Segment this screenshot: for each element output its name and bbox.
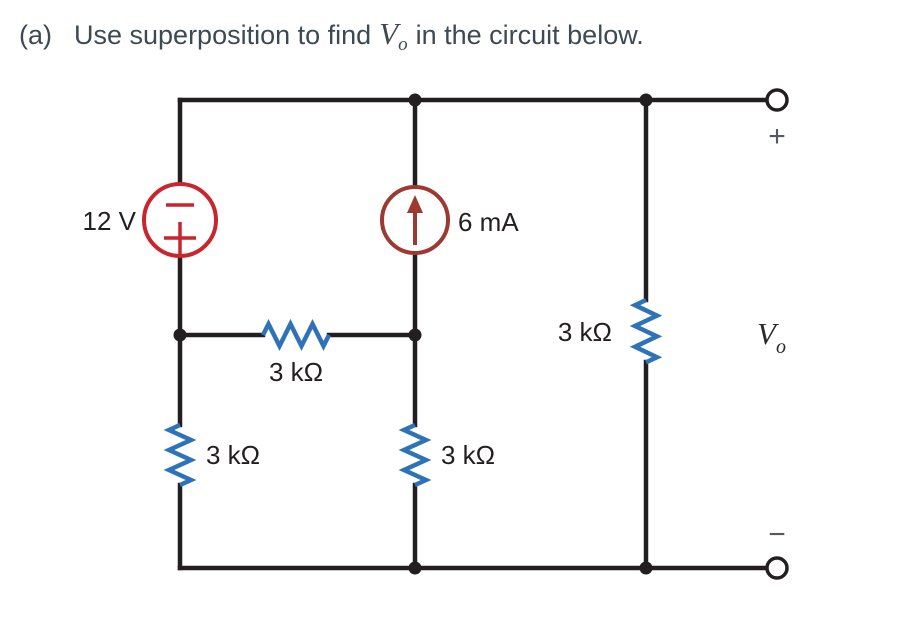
- resistor-label-right: 3 kΩ: [558, 317, 612, 347]
- plus-sign-icon: [164, 222, 196, 254]
- junction-dots: [173, 93, 653, 575]
- voltage-source-icon: [142, 182, 218, 258]
- resistor-label-bottom-left: 3 kΩ: [206, 440, 260, 470]
- output-plus-sign: +: [768, 120, 786, 153]
- junction-dot: [408, 561, 422, 575]
- resistor-label-middle-horizontal: 3 kΩ: [269, 357, 323, 387]
- arrow-up-head-icon: [407, 195, 423, 213]
- resistor-middle-horizontal: [260, 318, 332, 352]
- junction-dot: [408, 93, 422, 107]
- wires: [177, 97, 770, 571]
- title-text-after: in the circuit below.: [415, 20, 644, 50]
- labels: 12 V 6 mA 3 kΩ 3 kΩ 3 kΩ 3 kΩ + − Vo: [83, 120, 786, 551]
- terminal-bottom-icon: [765, 556, 789, 580]
- current-source-icon: [380, 185, 450, 255]
- junction-dot: [408, 328, 422, 342]
- voltage-source-label: 12 V: [83, 206, 137, 236]
- terminal-top-icon: [765, 88, 789, 112]
- resistor-right: [629, 297, 663, 365]
- part-label: (a): [19, 20, 52, 50]
- resistors: [163, 297, 663, 488]
- junction-dot: [173, 328, 187, 342]
- resistor-bottom-left: [163, 422, 197, 488]
- junction-dot: [639, 93, 653, 107]
- output-vo-label: Vo: [757, 316, 786, 358]
- voltage-source-circle: [142, 182, 218, 258]
- title-text-before: Use superposition to find: [74, 20, 372, 50]
- current-source-label: 6 mA: [458, 207, 519, 237]
- junction-dot: [639, 561, 653, 575]
- output-minus-sign: −: [768, 518, 786, 551]
- resistor-bottom-middle: [398, 422, 432, 488]
- resistor-label-bottom-middle: 3 kΩ: [441, 440, 495, 470]
- output-terminals: [765, 88, 789, 580]
